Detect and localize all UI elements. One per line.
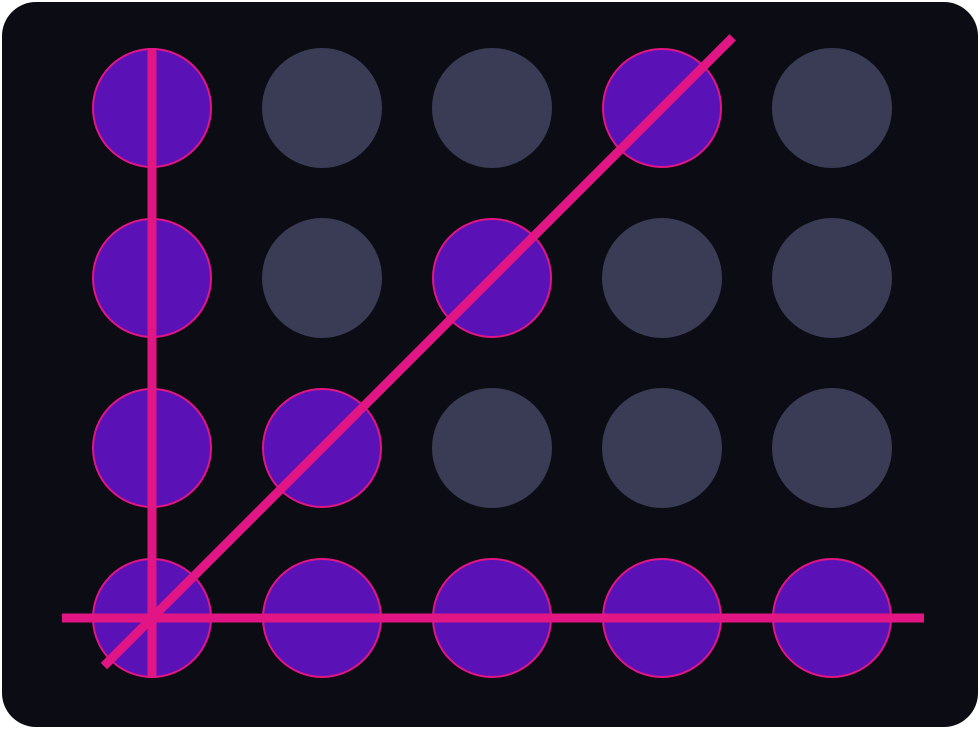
active-dot-r3-c1[interactable] xyxy=(92,388,212,508)
inactive-dot-r2-c4[interactable] xyxy=(602,218,722,338)
active-dot-r4-c3[interactable] xyxy=(432,558,552,678)
active-dot-r1-c4[interactable] xyxy=(602,48,722,168)
active-dot-r2-c3[interactable] xyxy=(432,218,552,338)
inactive-dot-r3-c3[interactable] xyxy=(432,388,552,508)
inactive-dot-r2-c2[interactable] xyxy=(262,218,382,338)
active-dot-r4-c4[interactable] xyxy=(602,558,722,678)
active-dot-r3-c2[interactable] xyxy=(262,388,382,508)
inactive-dot-r1-c5[interactable] xyxy=(772,48,892,168)
inactive-dot-r3-c4[interactable] xyxy=(602,388,722,508)
inactive-dot-r1-c2[interactable] xyxy=(262,48,382,168)
active-dot-r4-c5[interactable] xyxy=(772,558,892,678)
active-dot-r4-c1[interactable] xyxy=(92,558,212,678)
active-dot-r1-c1[interactable] xyxy=(92,48,212,168)
inactive-dot-r2-c5[interactable] xyxy=(772,218,892,338)
inactive-dot-r1-c3[interactable] xyxy=(432,48,552,168)
dots-layer xyxy=(92,48,892,678)
active-dot-r4-c2[interactable] xyxy=(262,558,382,678)
active-dot-r2-c1[interactable] xyxy=(92,218,212,338)
inactive-dot-r3-c5[interactable] xyxy=(772,388,892,508)
